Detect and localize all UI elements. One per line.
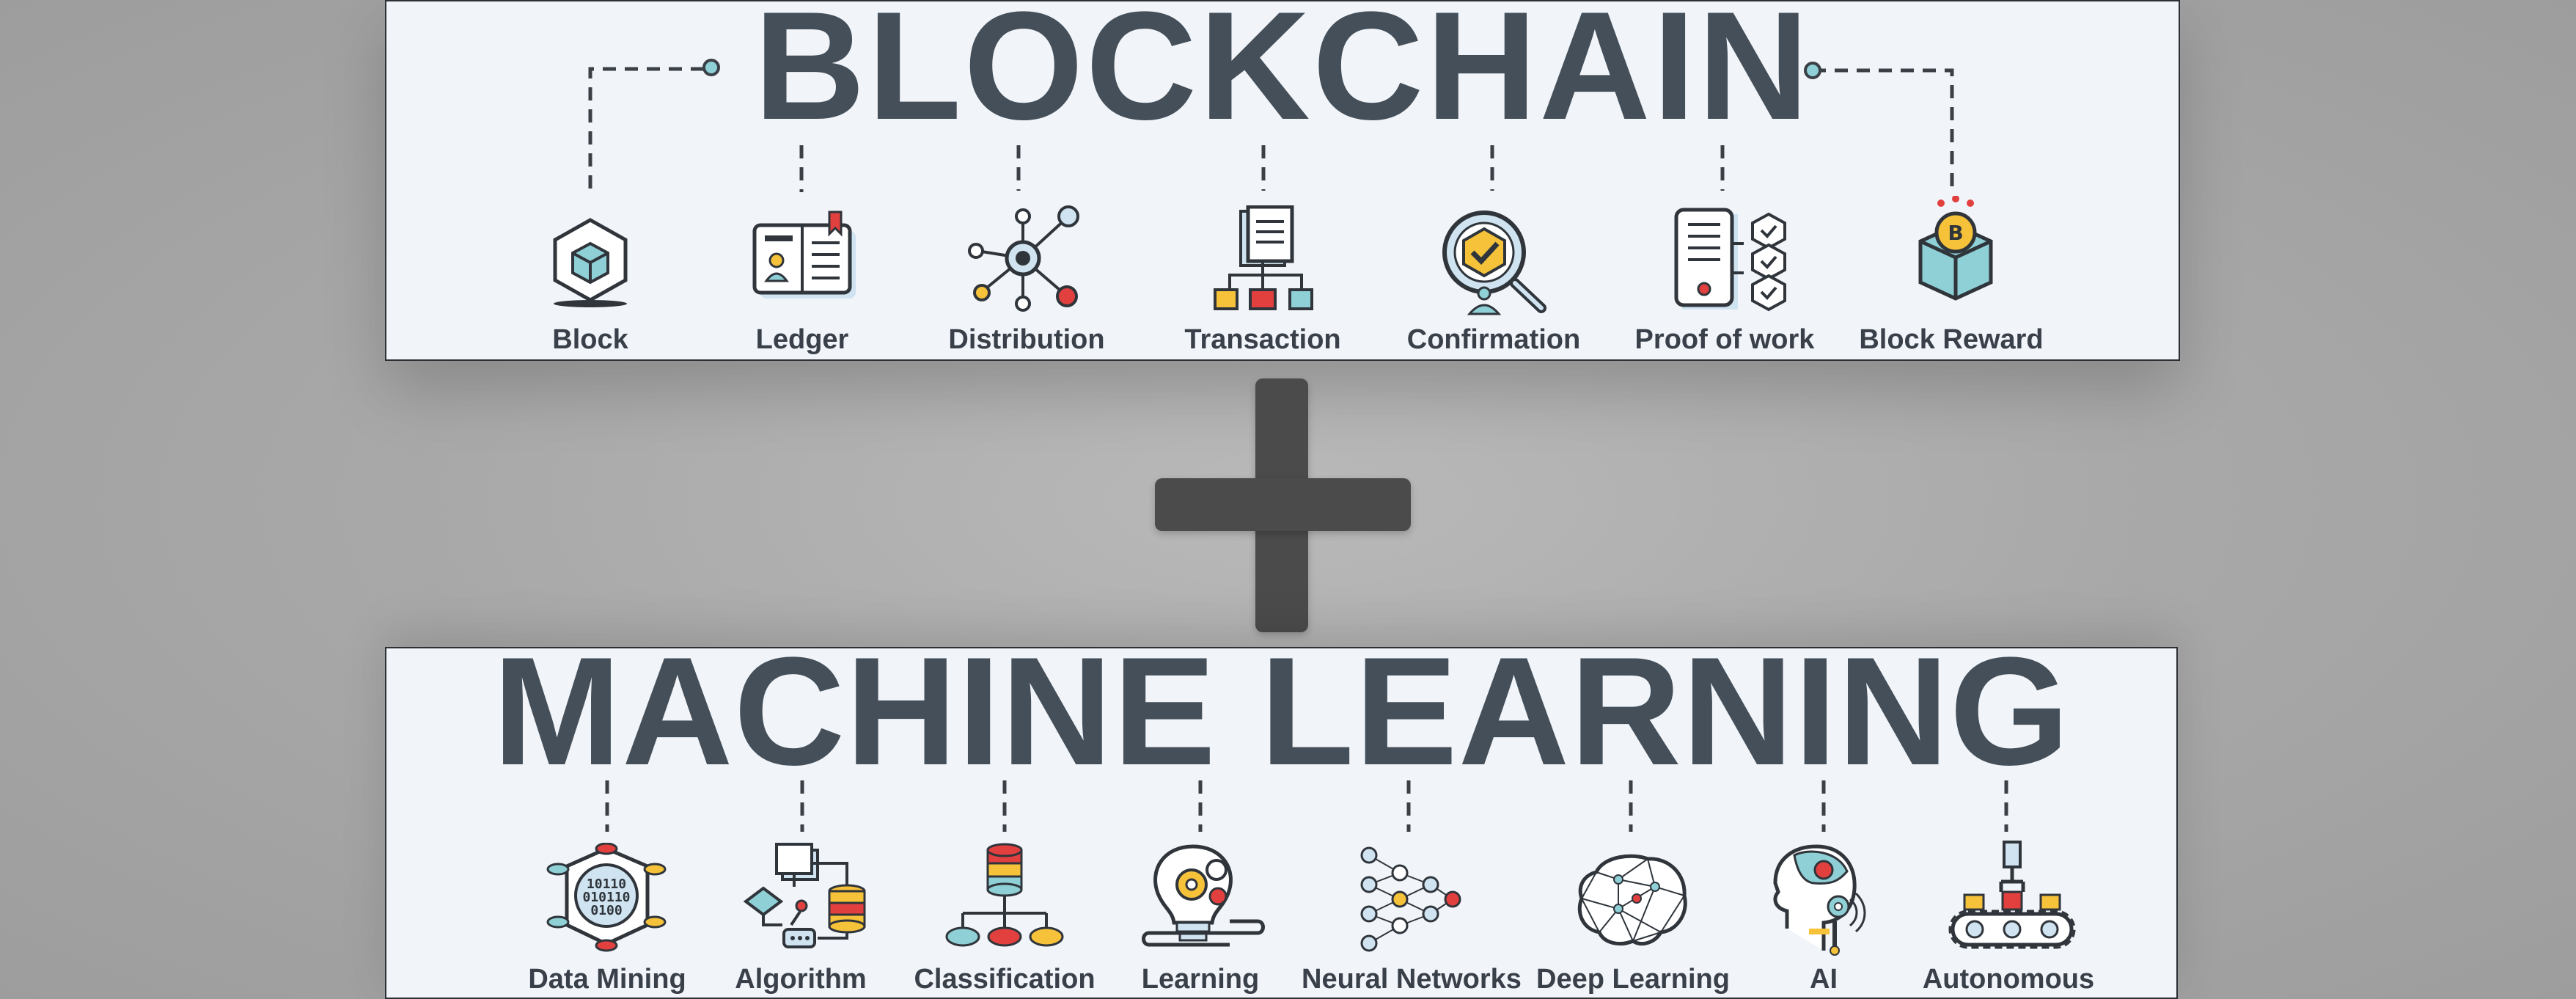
- blockchain-item-label: Block: [552, 324, 628, 355]
- blockchain-item-label: Block Reward: [1859, 324, 2044, 355]
- ml-item-label: AI: [1810, 964, 1838, 995]
- lightbulb-gears-icon: [1142, 844, 1265, 947]
- robot-head-icon: [1773, 844, 1866, 956]
- ml-item-label: Data Mining: [528, 964, 686, 995]
- machine-learning-panel: MACHINE LEARNING 10110 010110 0100: [385, 647, 2178, 999]
- svg-text:B: B: [1948, 221, 1963, 245]
- blockchain-panel: BLOCKCHAIN: [385, 0, 2180, 361]
- blockchain-item-label: Confirmation: [1406, 324, 1581, 355]
- blockchain-title: BLOCKCHAIN: [754, 0, 1811, 152]
- blockchain-item-label: Transaction: [1184, 324, 1341, 355]
- binary-octagon-icon: 10110 010110 0100: [546, 843, 667, 952]
- binary-text-1: 10110: [587, 877, 626, 892]
- ledger-book-icon: [752, 211, 856, 299]
- binary-text-3: 0100: [590, 903, 622, 918]
- machine-learning-title: MACHINE LEARNING: [493, 647, 2070, 797]
- ml-item-label: Deep Learning: [1536, 964, 1730, 995]
- document-flow-icon: [1214, 205, 1313, 310]
- server-blocks-icon: [1674, 208, 1786, 312]
- coin-box-icon: B: [1918, 196, 1993, 301]
- cube-icon: [553, 218, 628, 307]
- ml-item-label: Neural Networks: [1302, 964, 1522, 995]
- ml-item-label: Autonomous: [1922, 964, 2095, 995]
- brain-mesh-icon: [1577, 854, 1687, 945]
- ml-item-label: Learning: [1141, 964, 1260, 995]
- blockchain-item-label: Proof of work: [1634, 324, 1815, 355]
- binary-text-2: 010110: [582, 890, 630, 905]
- blockchain-item-label: Distribution: [948, 324, 1105, 355]
- database-tree-icon: [945, 843, 1064, 947]
- blockchain-item-label: Ledger: [755, 324, 849, 355]
- network-nodes-icon: [968, 205, 1079, 312]
- plus-icon-horizontal: [1155, 478, 1411, 531]
- neural-network-icon: [1360, 846, 1461, 952]
- ml-item-label: Classification: [914, 964, 1096, 995]
- magnifier-check-icon: [1442, 211, 1546, 315]
- ml-item-label: Algorithm: [735, 964, 867, 995]
- flowchart-icon: [743, 843, 866, 948]
- conveyor-arm-icon: [1948, 841, 2076, 949]
